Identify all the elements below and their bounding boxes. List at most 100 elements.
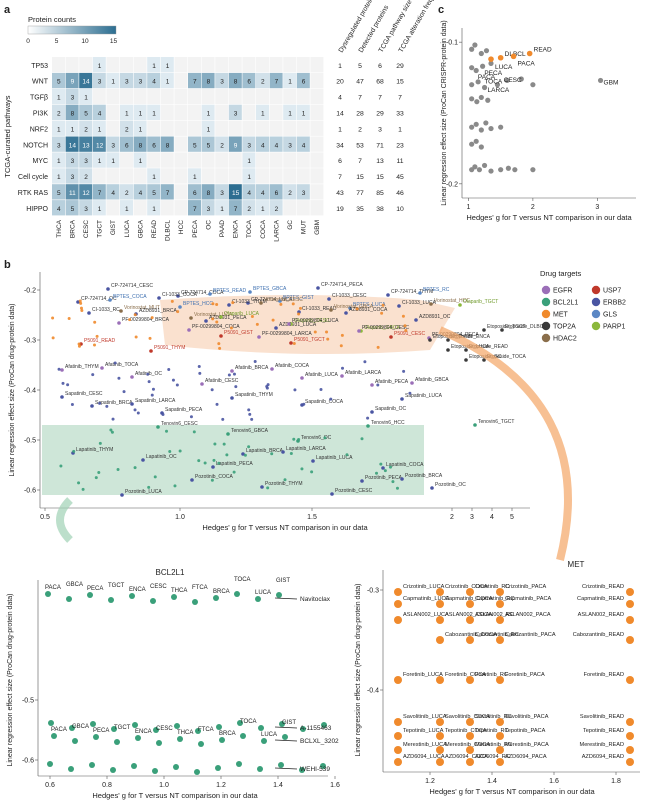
b-point (117, 376, 121, 380)
bcl-point (72, 738, 78, 744)
b-point-label: BPTES_READ (213, 288, 246, 294)
b-point (344, 311, 348, 315)
heatmap-cell (120, 57, 133, 73)
heatmap-cell (174, 136, 188, 152)
heatmap-cell (256, 168, 269, 184)
b-point (231, 301, 235, 305)
heatmap-cell-value: 12 (82, 190, 90, 197)
c-x-tick-label: 1 (466, 204, 470, 211)
met-point (496, 758, 504, 766)
b-point (482, 328, 486, 332)
met-point-label: Tepotinib_PACA (505, 728, 546, 734)
b-arrow-met (438, 326, 572, 561)
b-met-band (160, 295, 455, 354)
heatmap-col-label: READ (151, 220, 158, 238)
bcl-point (48, 720, 54, 726)
b-point (59, 464, 63, 468)
heatmap-cell (269, 152, 283, 168)
c-x-tick-label: 2 (531, 204, 535, 211)
heatmap-cell (147, 120, 161, 136)
heatmap-cell-value: 1 (57, 158, 61, 165)
heatmap-cell (79, 168, 93, 184)
heatmap-cell-value: 1 (207, 111, 211, 118)
met-point (394, 616, 402, 624)
heatmap-cell-value: 5 (57, 79, 61, 86)
heatmap-cell (188, 88, 201, 105)
b-point (310, 470, 314, 474)
heatmap-cell (65, 200, 79, 216)
heatmap-cell (174, 168, 188, 184)
heatmap-cell (201, 72, 215, 89)
b-point (217, 461, 221, 465)
b-point-label: Afatinib_CESC (205, 378, 239, 384)
heatmap-col-label: GC (287, 220, 294, 230)
heatmap-cell (79, 200, 93, 216)
b-point-label: CP-724714_OC (81, 296, 117, 302)
b-point (241, 452, 245, 456)
b-point (379, 462, 383, 466)
met-point-label: Tepotinib_COCA (445, 728, 487, 734)
heatmap-col-label: GBCA (137, 219, 144, 238)
b-point-label: AZD8931_LUCA (279, 322, 317, 328)
b-point (93, 320, 97, 324)
b-point (136, 411, 140, 415)
met-point (466, 616, 474, 624)
heatmap-cell (228, 200, 242, 216)
b-legend-label: HDAC2 (553, 336, 577, 343)
c-point (469, 65, 475, 71)
bcl-point (108, 597, 114, 603)
b-point (473, 423, 477, 427)
c-point (481, 84, 488, 91)
c-annotation-label: TOCA (484, 78, 503, 85)
b-point (266, 486, 270, 490)
b-point (300, 376, 304, 380)
met-point-label: Savolitinib_PACA (505, 714, 549, 720)
b-point (339, 344, 343, 348)
heatmap-cell (147, 184, 161, 200)
heatmap-cell (52, 168, 65, 184)
met-point (394, 600, 402, 608)
b-point-label: CI-1033_READ (302, 306, 337, 312)
met-point-label: ASLAN002_LUCA (403, 612, 449, 618)
b-point (428, 338, 432, 342)
heatmap-cell (201, 57, 215, 73)
b-point-label: AZD8931_BRCA (139, 308, 177, 314)
heatmap-cell (188, 152, 201, 168)
b-point-label: Olaparib_TGCT (463, 299, 498, 305)
heatmap-cell (215, 184, 229, 200)
heatmap-cell-value: 1 (152, 174, 156, 181)
met-x-tick-label: 1.8 (611, 778, 621, 785)
heatmap-cell (120, 168, 133, 184)
bcl-x-axis-title: Hedges' g for T versus NT comparison in … (92, 791, 258, 800)
b-point-label: P5091_CESC (394, 331, 426, 337)
heatmap-cell (120, 88, 133, 105)
bcl-point (45, 591, 51, 597)
bcl-point (135, 735, 141, 741)
heatmap-col-label: GBM (314, 220, 321, 235)
heatmap-cell (283, 168, 297, 184)
heatmap-cell (283, 72, 297, 89)
b-point (116, 467, 120, 471)
heatmap-side-value: 7 (398, 95, 402, 102)
b-point (171, 378, 175, 382)
b-point (341, 366, 345, 370)
heatmap-cell (106, 57, 120, 73)
met-point (496, 718, 504, 726)
heatmap-side-value: 7 (338, 174, 342, 181)
b-point (363, 360, 367, 364)
heatmap-side-value: 10 (396, 206, 404, 213)
heatmap-cell-value: 1 (152, 63, 156, 70)
b-point (366, 424, 370, 428)
b-point (297, 312, 301, 316)
bcl-point (150, 598, 156, 604)
b-point (283, 478, 287, 482)
heatmap-cell (92, 120, 106, 136)
b-point (94, 476, 98, 480)
bcl-x-tick-label: 0.6 (45, 782, 55, 789)
b-point (109, 428, 113, 432)
heatmap-cell (133, 57, 147, 73)
heatmap-cell-value: 12 (96, 142, 104, 149)
b-point (146, 372, 150, 376)
heatmap-side-value: 38 (376, 206, 384, 213)
heatmap-cell (228, 88, 242, 105)
